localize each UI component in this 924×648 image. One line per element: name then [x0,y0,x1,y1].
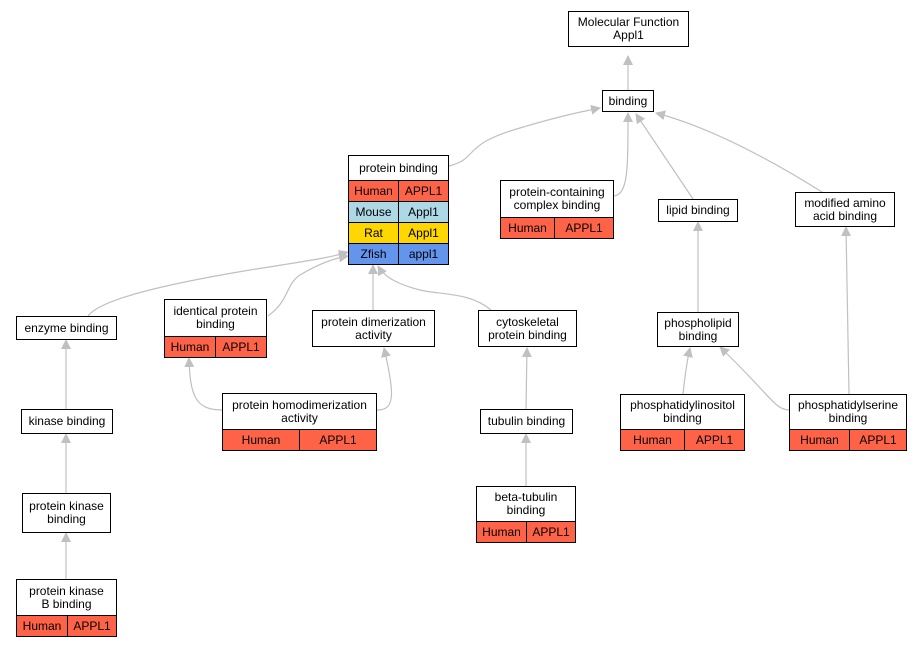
edge-lipid-binding-to-binding [635,113,694,200]
annotation-row: Mouse Appl1 [349,201,448,222]
gene-cell: APPL1 [695,433,734,447]
species-cell: Human [349,181,399,201]
species-cell: Human [501,218,555,238]
annotation-row: Human APPL1 [223,429,376,450]
node-phospholipid-binding[interactable]: phospholipid binding [657,312,739,347]
edge-tubulin-binding-to-cytoskeletal-protein-binding [521,347,532,410]
node-lipid-binding[interactable]: lipid binding [658,199,738,222]
gene-cell: appl1 [408,247,439,261]
edge-protein-homodimerization-to-protein-dimerization [376,347,393,411]
node-title: lipid binding [666,203,730,217]
node-title: beta-tubulin binding [494,490,558,517]
species-cell: Mouse [349,202,399,222]
species-cell: Human [223,430,300,450]
edge-protein-homodimerization-to-identical-protein-binding [184,357,223,411]
edge-protein-containing-complex-binding-to-binding [613,112,633,197]
gene-cell: Appl1 [408,226,439,240]
node-title: protein-containing complex binding [509,185,605,212]
species-cell: Rat [349,223,399,243]
node-binding[interactable]: binding [602,90,654,112]
node-tubulin-binding[interactable]: tubulin binding [480,409,573,434]
annotation-row: Human APPL1 [621,429,744,450]
edge-protein-binding-to-binding [448,104,601,167]
edge-cytoskeletal-protein-binding-to-protein-binding [377,265,492,311]
gene-cell: APPL1 [565,221,603,235]
node-title: phosphatidylserine binding [797,398,899,425]
annotation-row: Human APPL1 [477,521,575,542]
edge-modified-amino-acid-binding-to-binding [655,110,823,193]
species-cell: Zfish [349,244,399,264]
annotation-row: Human APPL1 [349,180,448,201]
annotation-row: Human APPL1 [790,429,906,450]
node-title: modified amino acid binding [804,195,886,223]
gene-cell: Appl1 [408,205,439,219]
gene-cell: APPL1 [222,340,260,354]
edge-phosphatidylserine-binding-to-phospholipid-binding [719,346,790,411]
gene-cell: APPL1 [73,619,111,633]
node-title: binding [608,93,648,108]
node-molecular-function[interactable]: Molecular Function Appl1 [568,11,689,47]
node-protein-kinase-binding[interactable]: protein kinase binding [22,493,111,533]
annotation-row: Rat Appl1 [349,222,448,243]
edge-phosphatidylserine-binding-to-modified-amino-acid-binding [841,226,852,395]
node-title: cytoskeletal protein binding [488,314,567,342]
edge-enzyme-binding-to-protein-binding [87,250,349,317]
annotation-row: Human APPL1 [165,336,266,357]
species-cell: Human [621,430,685,450]
node-protein-dimerization-activity[interactable]: protein dimerization activity [312,310,435,347]
node-title: protein dimerization activity [321,314,426,342]
gene-cell: APPL1 [532,525,570,539]
species-cell: Human [165,337,216,357]
node-enzyme-binding[interactable]: enzyme binding [16,316,117,340]
node-title: protein binding [359,160,438,175]
species-cell: Human [790,430,850,450]
annotation-row: Zfish appl1 [349,243,448,264]
node-modified-amino-acid-binding[interactable]: modified amino acid binding [795,192,895,227]
node-title: tubulin binding [487,414,566,428]
node-title: identical protein binding [173,304,258,331]
node-cytoskeletal-protein-binding[interactable]: cytoskeletal protein binding [478,310,577,347]
annotation-row: Human APPL1 [17,615,116,636]
node-title: phosphatidylinositol binding [630,398,735,425]
node-kinase-binding[interactable]: kinase binding [21,409,113,434]
edge-identical-protein-binding-to-protein-binding [267,252,349,317]
node-title: phospholipid binding [664,315,732,343]
annotation-row: Human APPL1 [501,217,613,238]
species-cell: Human [477,522,527,542]
node-title: protein kinase binding [29,499,104,526]
species-cell: Human [17,616,68,636]
node-title: enzyme binding [24,320,109,335]
edge-phosphatidylinositol-binding-to-phospholipid-binding [682,347,693,395]
node-title: protein kinase B binding [29,583,104,611]
node-title: kinase binding [28,414,106,428]
gene-cell: APPL1 [859,433,897,447]
node-title: protein homodimerization activity [232,397,367,425]
gene-cell: APPL1 [404,184,443,198]
gene-cell: APPL1 [319,433,357,447]
node-title: Molecular Function Appl1 [577,15,680,42]
